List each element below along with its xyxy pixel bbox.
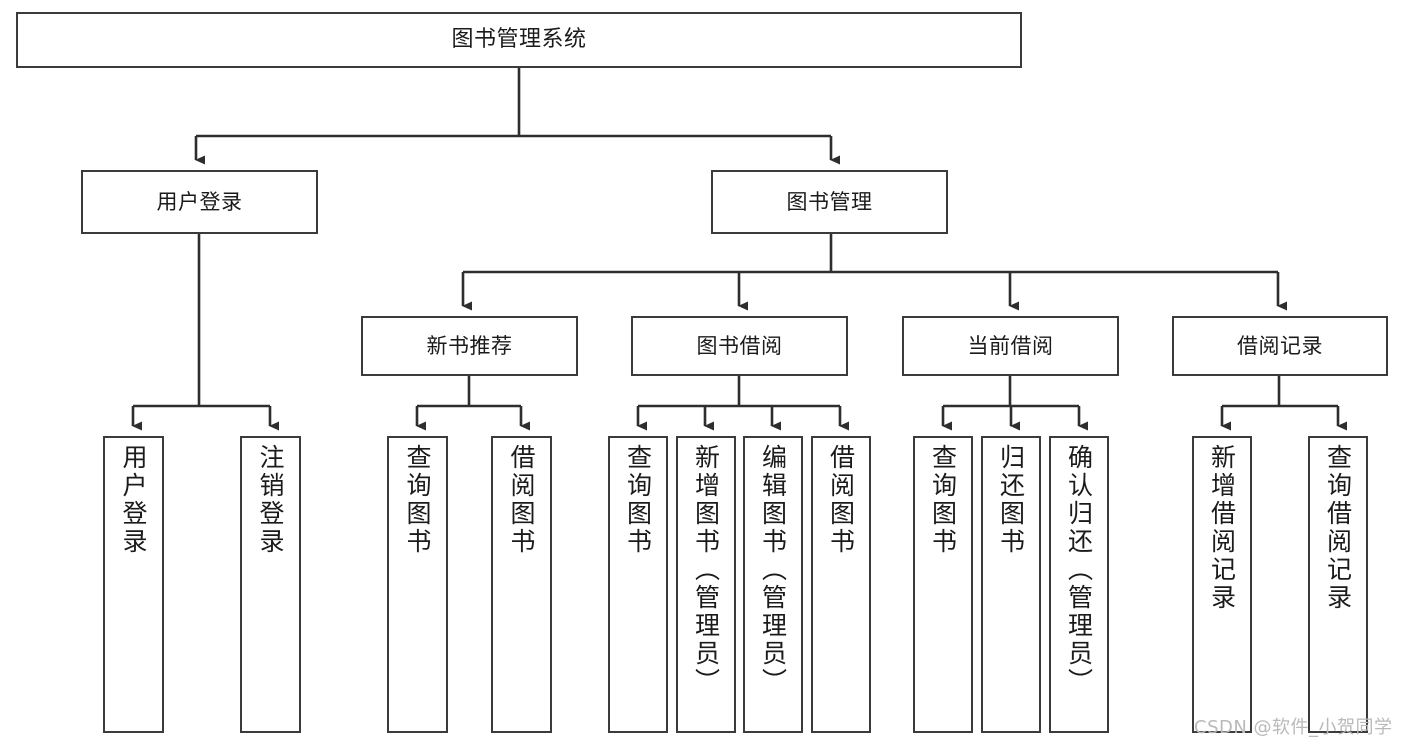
node-label: 归还图书 xyxy=(996,444,1026,556)
node-label: 用户登录 xyxy=(119,444,148,556)
leaf-return-book[interactable]: 归还图书 xyxy=(981,436,1041,733)
node-current-borrow[interactable]: 当前借阅 xyxy=(902,316,1119,376)
node-label: 新书推荐 xyxy=(426,333,513,358)
leaf-borrow-book[interactable]: 借阅图书 xyxy=(811,436,871,733)
node-label: 图书借阅 xyxy=(696,333,783,358)
node-label: 新增借阅记录 xyxy=(1207,444,1237,612)
node-book-borrow[interactable]: 图书借阅 xyxy=(631,316,848,376)
leaf-add-book-admin[interactable]: 新增图书（管理员） xyxy=(676,436,736,733)
node-user-login[interactable]: 用户登录 xyxy=(81,170,318,234)
node-label: 新增图书（管理员） xyxy=(691,444,721,696)
leaf-logout[interactable]: 注销登录 xyxy=(240,436,301,733)
node-label: 用户登录 xyxy=(156,189,243,214)
node-label: 查询图书 xyxy=(623,444,653,556)
node-new-book-recommend[interactable]: 新书推荐 xyxy=(361,316,578,376)
node-label: 当前借阅 xyxy=(967,333,1054,358)
node-label: 借阅图书 xyxy=(507,444,536,556)
node-label: 图书管理 xyxy=(786,189,873,214)
leaf-query-book-current[interactable]: 查询图书 xyxy=(913,436,973,733)
node-label: 图书管理系统 xyxy=(451,27,587,53)
node-label: 查询图书 xyxy=(928,444,958,556)
node-borrow-records[interactable]: 借阅记录 xyxy=(1172,316,1388,376)
leaf-query-book-borrow[interactable]: 查询图书 xyxy=(608,436,668,733)
csdn-watermark: CSDN @软件_小贺同学 xyxy=(1194,717,1393,738)
leaf-query-book-recommend[interactable]: 查询图书 xyxy=(387,436,448,733)
node-label: 确认归还（管理员） xyxy=(1064,444,1094,696)
node-label: 借阅记录 xyxy=(1237,333,1323,358)
node-label: 注销登录 xyxy=(256,444,285,556)
node-label: 编辑图书（管理员） xyxy=(758,444,788,696)
node-label: 查询图书 xyxy=(403,444,432,556)
leaf-add-borrow-record[interactable]: 新增借阅记录 xyxy=(1192,436,1252,733)
leaf-borrow-book-recommend[interactable]: 借阅图书 xyxy=(491,436,552,733)
leaf-edit-book-admin[interactable]: 编辑图书（管理员） xyxy=(743,436,803,733)
leaf-user-login[interactable]: 用户登录 xyxy=(103,436,164,733)
node-label: 查询借阅记录 xyxy=(1323,444,1353,612)
node-root-system[interactable]: 图书管理系统 xyxy=(16,12,1022,68)
leaf-confirm-return-admin[interactable]: 确认归还（管理员） xyxy=(1049,436,1109,733)
leaf-query-borrow-record[interactable]: 查询借阅记录 xyxy=(1308,436,1368,733)
node-label: 借阅图书 xyxy=(826,444,856,556)
node-book-management[interactable]: 图书管理 xyxy=(711,170,948,234)
